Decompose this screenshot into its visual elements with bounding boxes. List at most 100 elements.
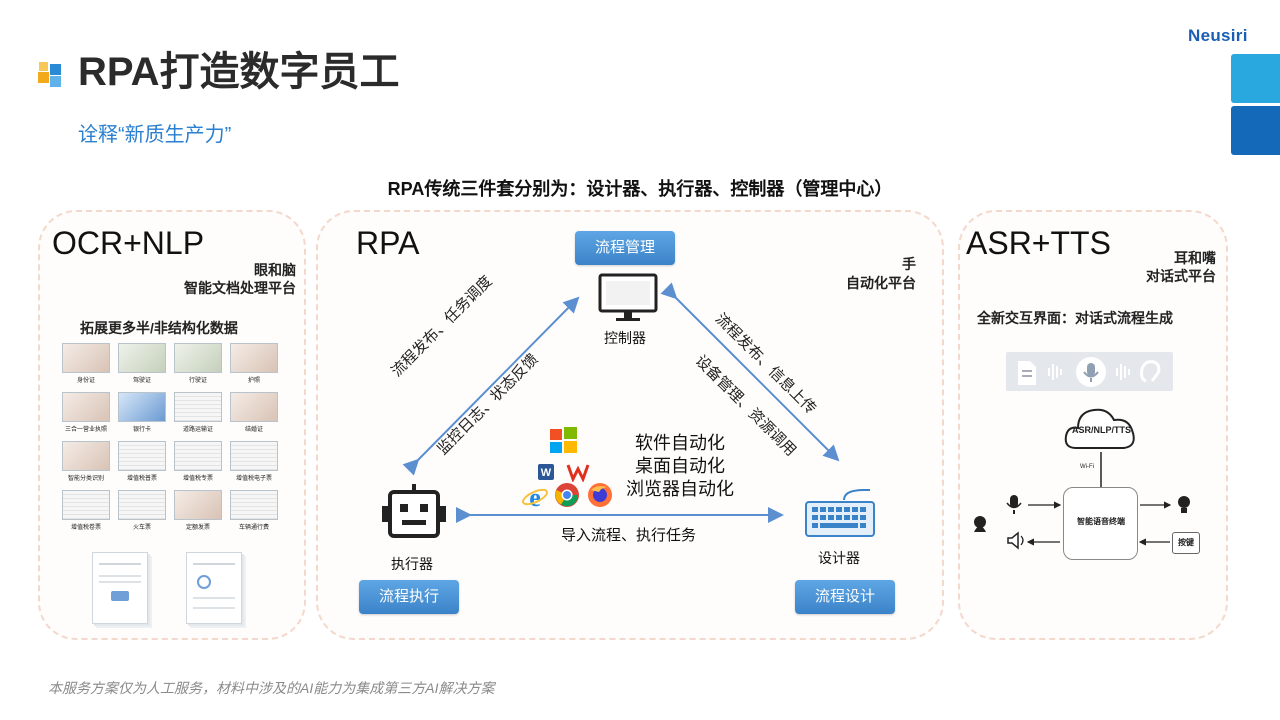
automation-item: 桌面自动化 [635, 456, 725, 476]
document-thumbnail [230, 343, 278, 373]
headline: RPA传统三件套分别为：设计器、执行器、控制器（管理中心） [387, 179, 893, 199]
document-caption: 增值税普票 [126, 476, 157, 482]
dialog-section-title: 全新交互界面：对话式流程生成 [977, 310, 1173, 326]
cubes-icon [38, 62, 61, 87]
document-card: 银行卡 [116, 392, 168, 435]
waveform-icon [1048, 364, 1062, 380]
loudspeaker-icon [1007, 531, 1024, 550]
automation-item: 软件自动化 [635, 433, 725, 453]
document-caption: 增值税专票 [182, 476, 213, 482]
voice-terminal-box [1063, 487, 1138, 560]
ear-mouth-label: 耳和嘴 [1174, 250, 1216, 266]
document-card: 行驶证 [172, 343, 224, 386]
wifi-link-line [1100, 452, 1102, 488]
document-caption: 行驶证 [188, 378, 207, 384]
document-caption: 三合一营业执照 [64, 427, 107, 433]
hand-label: 手 [902, 256, 916, 272]
ear-icon [1140, 360, 1161, 383]
doc-platform-label: 智能文档处理平台 [184, 280, 296, 296]
document-caption: 定额发票 [185, 525, 210, 531]
document-thumbnail [174, 490, 222, 520]
document-grid: 身份证 驾驶证 行驶证 护照三合一营业执照 银行卡 道路运输证 结婚证智能分类识别 增值税普票… [60, 343, 282, 533]
side-tab-light[interactable] [1231, 54, 1280, 103]
document-caption: 护照 [247, 378, 260, 384]
document-thumbnail [62, 490, 110, 520]
document-thumbnail [230, 441, 278, 471]
document-thumbnail [62, 441, 110, 471]
doc-section-title: 拓展更多半/非结构化数据 [80, 320, 238, 336]
voice-terminal-diagram [974, 495, 1190, 550]
document-card: 增值税普票 [116, 441, 168, 484]
document-card: 结婚证 [228, 392, 280, 435]
asr-tts-heading: ASR+TTS [966, 225, 1111, 261]
page-subtitle: 诠释“新质生产力” [78, 124, 232, 146]
document-thumbnail [174, 441, 222, 471]
document-card: 身份证 [60, 343, 112, 386]
document-thumbnail [118, 490, 166, 520]
dialog-platform-label: 对话式平台 [1146, 268, 1216, 284]
document-stack-1 [92, 552, 148, 624]
wps-icon [566, 464, 590, 482]
key-button[interactable]: 按键 [1172, 532, 1200, 554]
document-card: 增值税卷票 [60, 490, 112, 533]
executor-label: 执行器 [391, 556, 433, 572]
document-card: 车辆通行费 [228, 490, 280, 533]
footnote: 本服务方案仅为人工服务，材料中涉及的AI能力为集成第三方AI解决方案 [48, 680, 495, 696]
svg-text:e: e [529, 484, 541, 510]
side-tab-dark[interactable] [1231, 106, 1280, 155]
document-caption: 火车票 [132, 525, 151, 531]
document-caption: 增值税电子票 [235, 476, 272, 482]
document-card: 道路运输证 [172, 392, 224, 435]
automation-platform-label: 自动化平台 [846, 275, 916, 291]
document-caption: 增值税卷票 [70, 525, 101, 531]
document-caption: 身份证 [76, 378, 95, 384]
keyboard-icon [805, 489, 875, 537]
document-icon [1018, 361, 1036, 385]
firefox-icon [588, 483, 612, 507]
windows-logo-icon [550, 427, 577, 453]
word-icon: W [538, 464, 554, 480]
document-thumbnail [62, 343, 110, 373]
document-card: 智能分类识别 [60, 441, 112, 484]
document-caption: 智能分类识别 [67, 476, 104, 482]
voice-terminal-label: 智能语音终端 [1077, 517, 1125, 526]
microphone-icon [1006, 495, 1022, 514]
page-title: RPA打造数字员工 [78, 50, 400, 94]
document-thumbnail [174, 343, 222, 373]
document-card: 驾驶证 [116, 343, 168, 386]
rpa-heading: RPA [356, 225, 420, 261]
voice-toolbar-icons [1018, 357, 1161, 387]
process-design-button[interactable]: 流程设计 [795, 580, 895, 614]
document-card: 火车票 [116, 490, 168, 533]
document-caption: 结婚证 [244, 427, 263, 433]
waveform-icon-2 [1116, 364, 1130, 380]
monitor-icon [598, 273, 658, 321]
document-thumbnail [118, 441, 166, 471]
chrome-icon [555, 483, 579, 507]
document-card: 三合一营业执照 [60, 392, 112, 435]
process-manage-button[interactable]: 流程管理 [575, 231, 675, 265]
document-thumbnail [62, 392, 110, 422]
svg-text:W: W [541, 467, 552, 479]
document-thumbnail [174, 392, 222, 422]
process-execute-button[interactable]: 流程执行 [359, 580, 459, 614]
designer-label: 设计器 [818, 550, 860, 566]
ocr-nlp-panel [38, 210, 306, 640]
bottom-arrow-text: 导入流程、执行任务 [561, 527, 697, 544]
automation-list: 软件自动化 桌面自动化 浏览器自动化 [620, 432, 740, 501]
document-caption: 驾驶证 [132, 378, 151, 384]
mic-icon [1083, 363, 1099, 382]
document-caption: 道路运输证 [182, 427, 213, 433]
cloud-icon [1064, 408, 1135, 449]
document-caption: 银行卡 [132, 427, 151, 433]
ie-browser-icon: e [522, 484, 548, 510]
document-card: 护照 [228, 343, 280, 386]
document-stack-2 [186, 552, 242, 624]
lightbulb-icon [1178, 496, 1190, 513]
robot-icon [382, 484, 446, 538]
document-thumbnail [118, 392, 166, 422]
eye-brain-label: 眼和脑 [254, 262, 296, 278]
document-thumbnail [230, 392, 278, 422]
document-thumbnail [230, 490, 278, 520]
